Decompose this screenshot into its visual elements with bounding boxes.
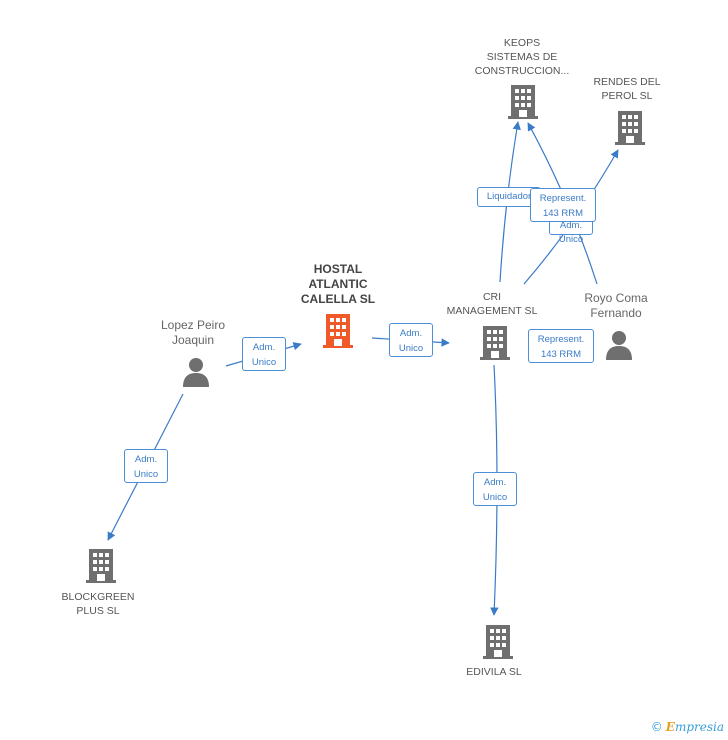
node-label-royo[interactable]: Royo Coma Fernando [584,291,648,320]
node-label-cri[interactable]: CRI MANAGEMENT SL [446,291,538,317]
edivila-building-icon[interactable] [483,625,513,659]
hostal-building-icon[interactable] [323,314,353,348]
node-label-hostal[interactable]: HOSTAL ATLANTIC CALELLA SL [300,262,376,306]
node-label-rendes[interactable]: RENDES DEL PEROL SL [593,76,661,102]
node-label-edivila[interactable]: EDIVILA SL [466,666,522,678]
empresia-footer: ©Empresia [651,720,724,734]
blockgreen-building-icon[interactable] [86,549,116,583]
node-label-lopez[interactable]: Lopez Peiro Joaquin [160,318,226,347]
empresia-logo-e: E [665,720,675,734]
lopez-person-icon[interactable] [183,358,209,387]
node-label-keops[interactable]: KEOPS SISTEMAS DE CONSTRUCCION... [474,37,570,77]
edge-label-royo-keops: Represent. 143 RRM [530,188,596,222]
edge-label-lopez-hostal: Adm. Unico [242,337,286,371]
empresia-logo-text: mpresia [674,720,724,734]
edge-label-royo-cri: Represent. 143 RRM [528,329,594,363]
keops-building-icon[interactable] [508,85,538,119]
rendes-building-icon[interactable] [615,111,645,145]
edge-label-hostal-cri: Adm. Unico [389,323,433,357]
edge-label-cri-keops: Liquidador [477,187,541,207]
edge-label-cri-edivila: Adm. Unico [473,472,517,506]
node-label-blockgreen[interactable]: BLOCKGREEN PLUS SL [61,591,135,617]
royo-person-icon[interactable] [606,331,632,360]
cri-building-icon[interactable] [480,326,510,360]
edge-label-lopez-blockgreen: Adm. Unico [124,449,168,483]
copyright-icon: © [650,720,663,734]
